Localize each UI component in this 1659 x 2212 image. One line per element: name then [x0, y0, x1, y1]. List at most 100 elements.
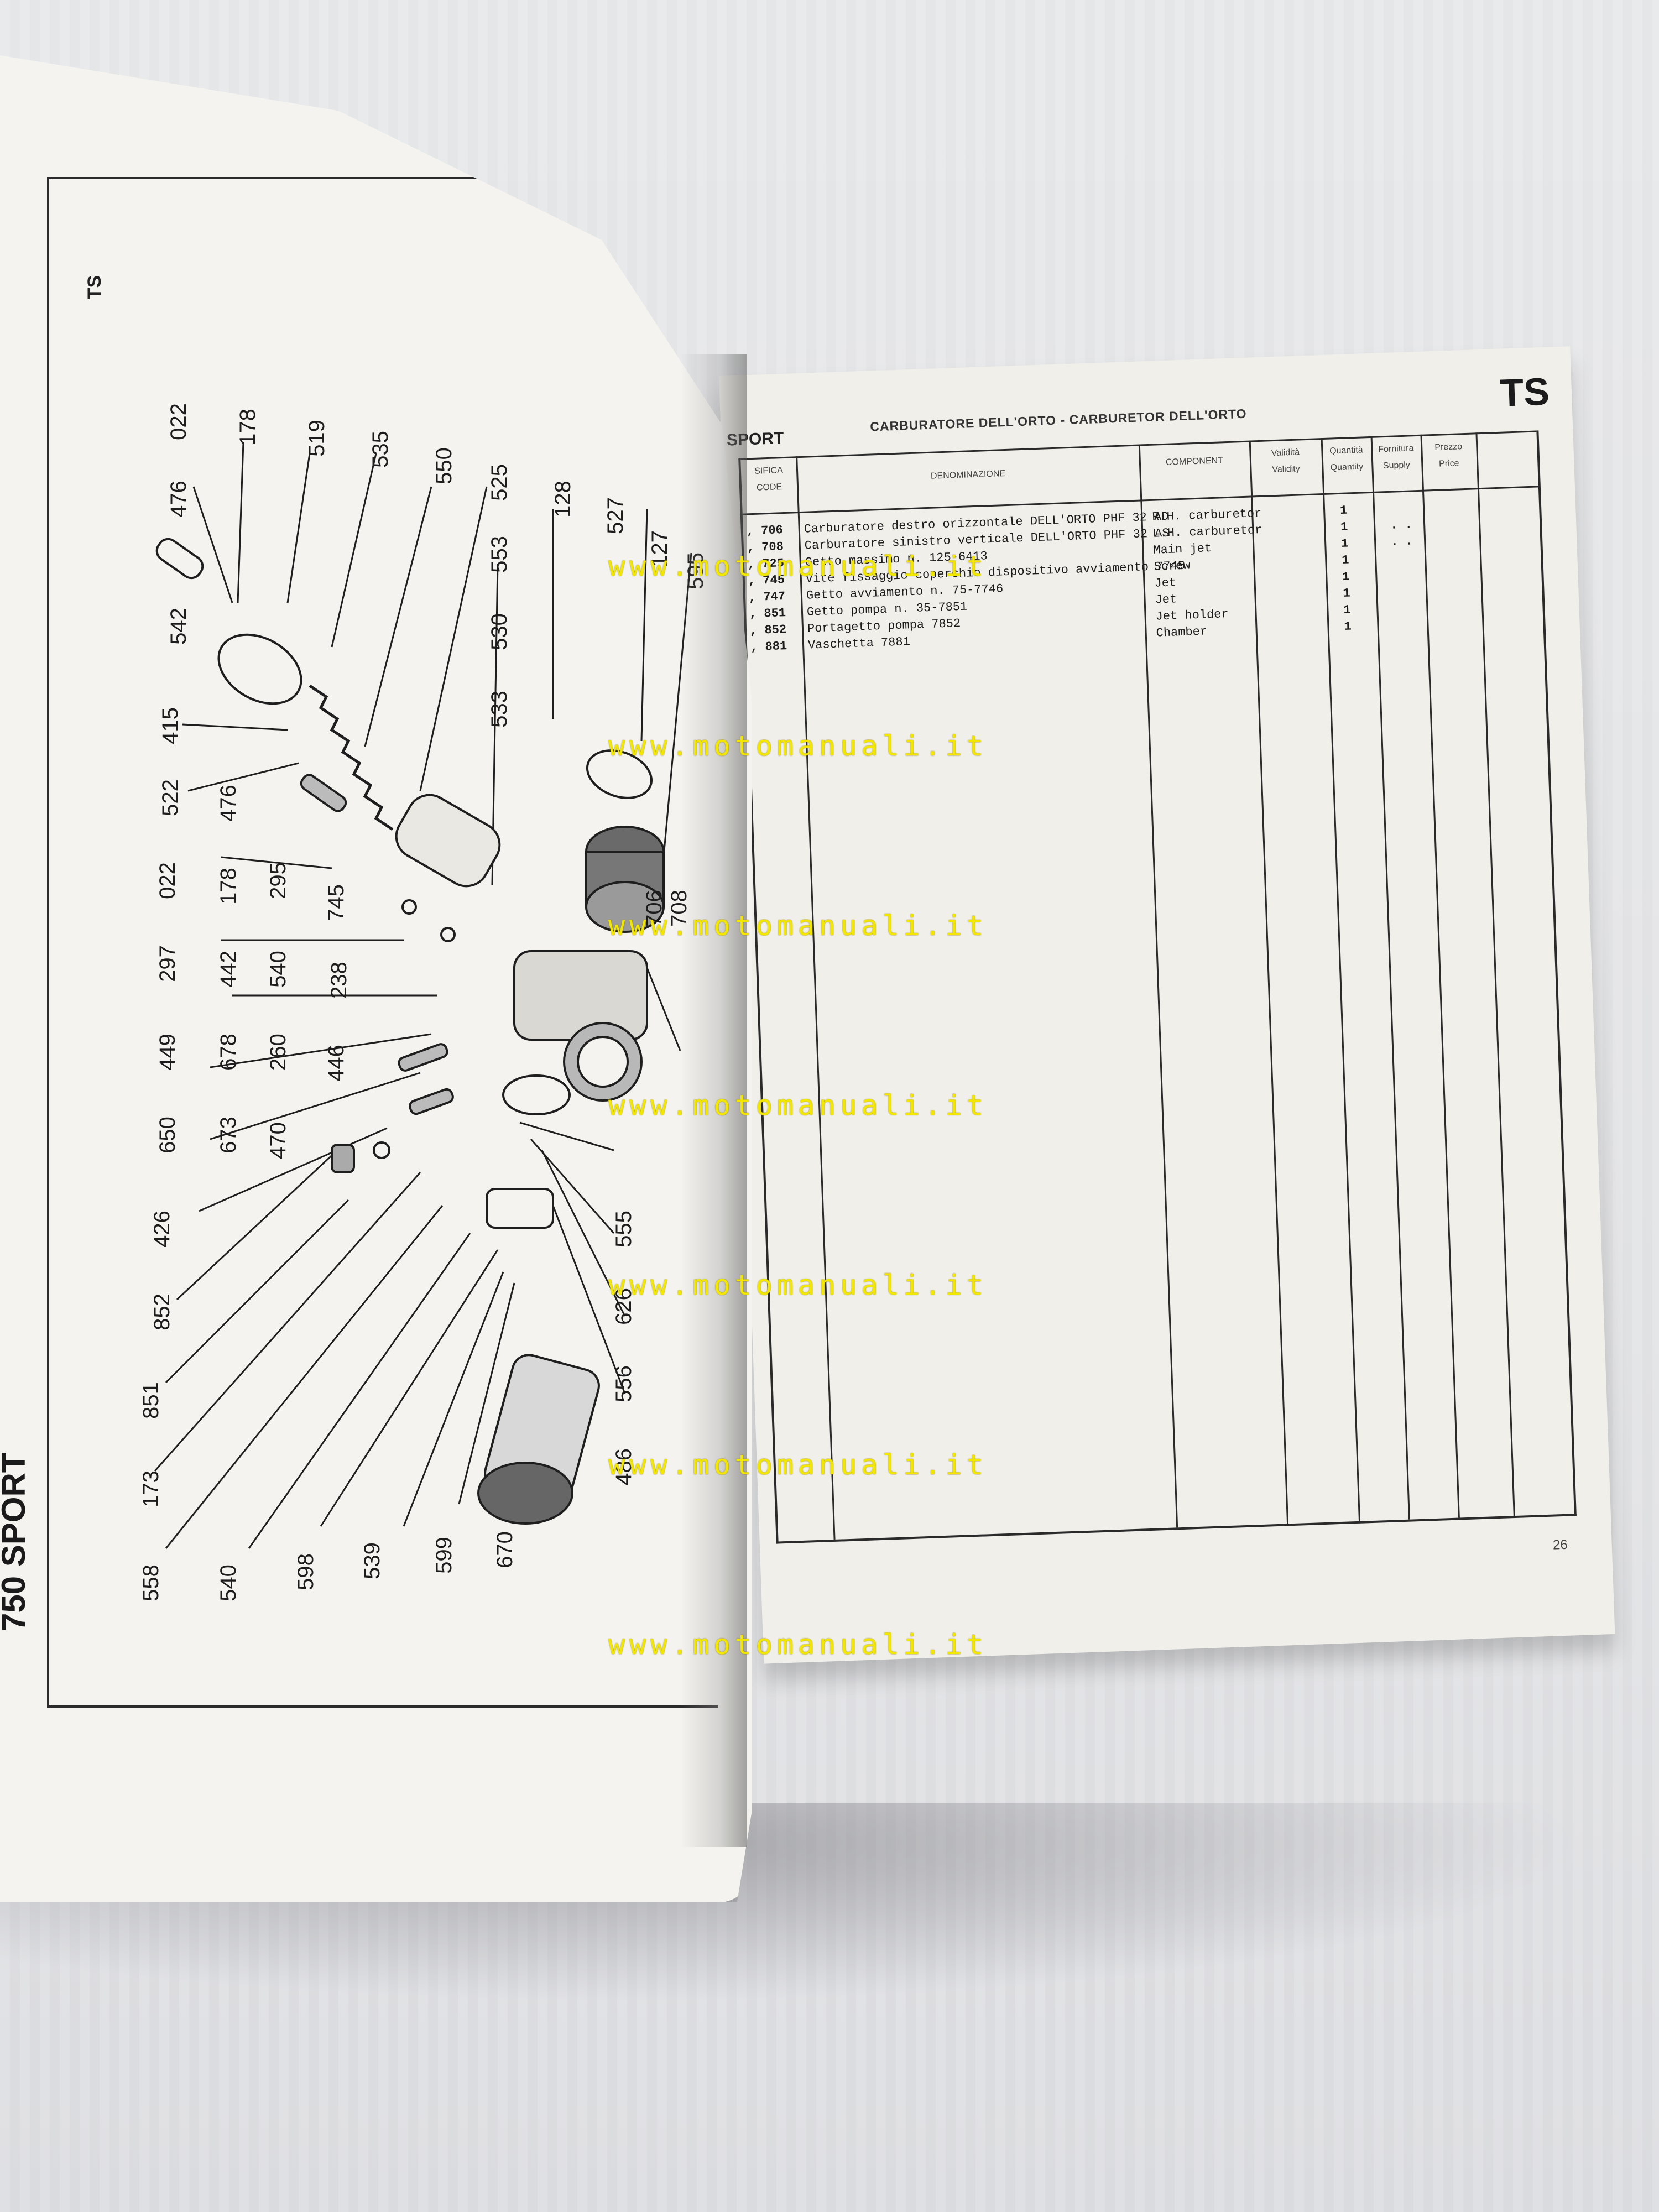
- row-quantity: 1: [1344, 619, 1352, 634]
- col-divider: [1370, 436, 1410, 1520]
- col-divider: [1475, 432, 1515, 1516]
- diagram-frame: [47, 177, 718, 1708]
- header-code-en: CODE: [756, 482, 782, 493]
- part-label: 745: [324, 884, 348, 921]
- row-denominazione: Portagetto pompa 7852: [807, 617, 961, 636]
- part-label: 426: [149, 1211, 174, 1248]
- part-label: 556: [611, 1365, 636, 1402]
- header-quantity-en: Quantity: [1330, 462, 1364, 473]
- row-code: , 706: [746, 523, 784, 539]
- part-label: 476: [166, 481, 191, 518]
- part-label: 535: [368, 431, 393, 468]
- part-label: 650: [155, 1117, 180, 1154]
- header-denominazione: DENOMINAZIONE: [930, 469, 1006, 481]
- part-label: 522: [158, 779, 182, 816]
- part-label: 415: [158, 707, 182, 744]
- part-label: 525: [487, 464, 512, 501]
- watermark: www.motomanuali.it: [608, 910, 988, 942]
- col-divider: [1321, 437, 1360, 1521]
- header-validity-en: Validity: [1272, 464, 1300, 475]
- part-label: 022: [155, 862, 180, 899]
- watermark: www.motomanuali.it: [608, 1629, 988, 1661]
- right-page-code: TS: [1499, 369, 1551, 415]
- row-supply: . .: [1390, 534, 1413, 549]
- row-code: , 852: [749, 623, 787, 638]
- row-quantity: 1: [1339, 503, 1348, 518]
- row-supply: . .: [1390, 518, 1413, 533]
- row-component: Jet holder: [1155, 607, 1229, 624]
- part-label: 599: [431, 1537, 456, 1574]
- part-label: 678: [216, 1034, 241, 1071]
- header-quantity: Quantità Quantity: [1321, 442, 1372, 477]
- part-label: 540: [265, 951, 290, 988]
- header-validity-it: Validità: [1271, 447, 1300, 458]
- row-component: Main jet: [1153, 541, 1212, 557]
- carburetor-exploded-diagram: [154, 442, 692, 1549]
- part-label: 178: [235, 409, 260, 446]
- row-component: Chamber: [1156, 624, 1208, 640]
- part-label: 542: [166, 608, 191, 645]
- part-label: 022: [166, 403, 191, 440]
- row-component: L.H. carburetor: [1152, 523, 1262, 541]
- part-label: 851: [138, 1382, 163, 1419]
- section-title: CARBURATORE DELL'ORTO - CARBURETOR DELL'…: [869, 406, 1247, 434]
- part-label: 558: [138, 1564, 163, 1601]
- watermark: www.motomanuali.it: [608, 1269, 988, 1301]
- row-code: , 881: [750, 639, 787, 655]
- part-label: 178: [216, 868, 241, 905]
- part-label: 476: [216, 785, 241, 822]
- part-label: 533: [487, 691, 512, 728]
- watermark: www.motomanuali.it: [608, 550, 988, 582]
- part-label: 530: [487, 613, 512, 650]
- part-label: 852: [149, 1293, 174, 1331]
- header-component: COMPONENT: [1165, 456, 1224, 467]
- header-price: Prezzo Price: [1421, 438, 1477, 473]
- part-label: 553: [487, 536, 512, 573]
- row-denominazione: Vaschetta 7881: [807, 635, 911, 653]
- watermark: www.motomanuali.it: [608, 1089, 988, 1121]
- part-label: 555: [611, 1211, 636, 1248]
- part-label: 295: [265, 862, 290, 899]
- row-quantity: 1: [1340, 520, 1348, 534]
- watermark: www.motomanuali.it: [608, 730, 988, 762]
- part-label: 449: [155, 1034, 180, 1071]
- row-denominazione: Getto avviamento n. 75-7746: [806, 582, 1004, 603]
- header-price-it: Prezzo: [1434, 442, 1463, 452]
- part-label: 128: [550, 481, 575, 518]
- row-denominazione: Getto pompa n. 35-7851: [806, 599, 968, 619]
- watermark: www.motomanuali.it: [608, 1449, 988, 1481]
- part-label: 442: [216, 951, 241, 988]
- row-code: , 747: [748, 589, 786, 605]
- row-code: , 851: [749, 606, 786, 622]
- header-code: SIFICA CODE: [741, 462, 797, 497]
- part-label: 238: [326, 962, 351, 999]
- col-divider: [1420, 434, 1460, 1518]
- header-validity: Validità Validity: [1249, 444, 1322, 479]
- row-quantity: 1: [1342, 570, 1350, 584]
- page-number: 26: [1552, 1537, 1568, 1553]
- row-component: Screw: [1154, 559, 1191, 574]
- part-label: 598: [293, 1553, 318, 1590]
- part-label: 260: [265, 1034, 290, 1071]
- book-spine: [680, 354, 747, 1847]
- col-divider: [1249, 440, 1289, 1524]
- part-label: 550: [431, 447, 456, 484]
- row-component: Jet: [1155, 592, 1177, 607]
- left-page: TS 750 SPORT: [0, 55, 752, 1902]
- row-quantity: 1: [1343, 603, 1352, 617]
- part-label: 470: [265, 1122, 290, 1159]
- row-component: R.H. carburetor: [1151, 506, 1262, 524]
- part-label: 527: [603, 497, 628, 534]
- header-price-en: Price: [1438, 458, 1459, 469]
- parts-table: SIFICA CODE DENOMINAZIONE COMPONENT Vali…: [738, 430, 1577, 1544]
- header-supply-it: Fornitura: [1378, 444, 1414, 455]
- header-supply-en: Supply: [1383, 460, 1411, 471]
- part-label: 539: [359, 1542, 384, 1579]
- header-code-it: SIFICA: [754, 466, 784, 476]
- row-quantity: 1: [1342, 586, 1351, 601]
- part-label: 673: [216, 1117, 241, 1154]
- part-label: 670: [492, 1531, 517, 1568]
- part-label: 173: [138, 1470, 163, 1507]
- part-label: 297: [155, 945, 180, 982]
- row-component: Jet: [1154, 576, 1177, 591]
